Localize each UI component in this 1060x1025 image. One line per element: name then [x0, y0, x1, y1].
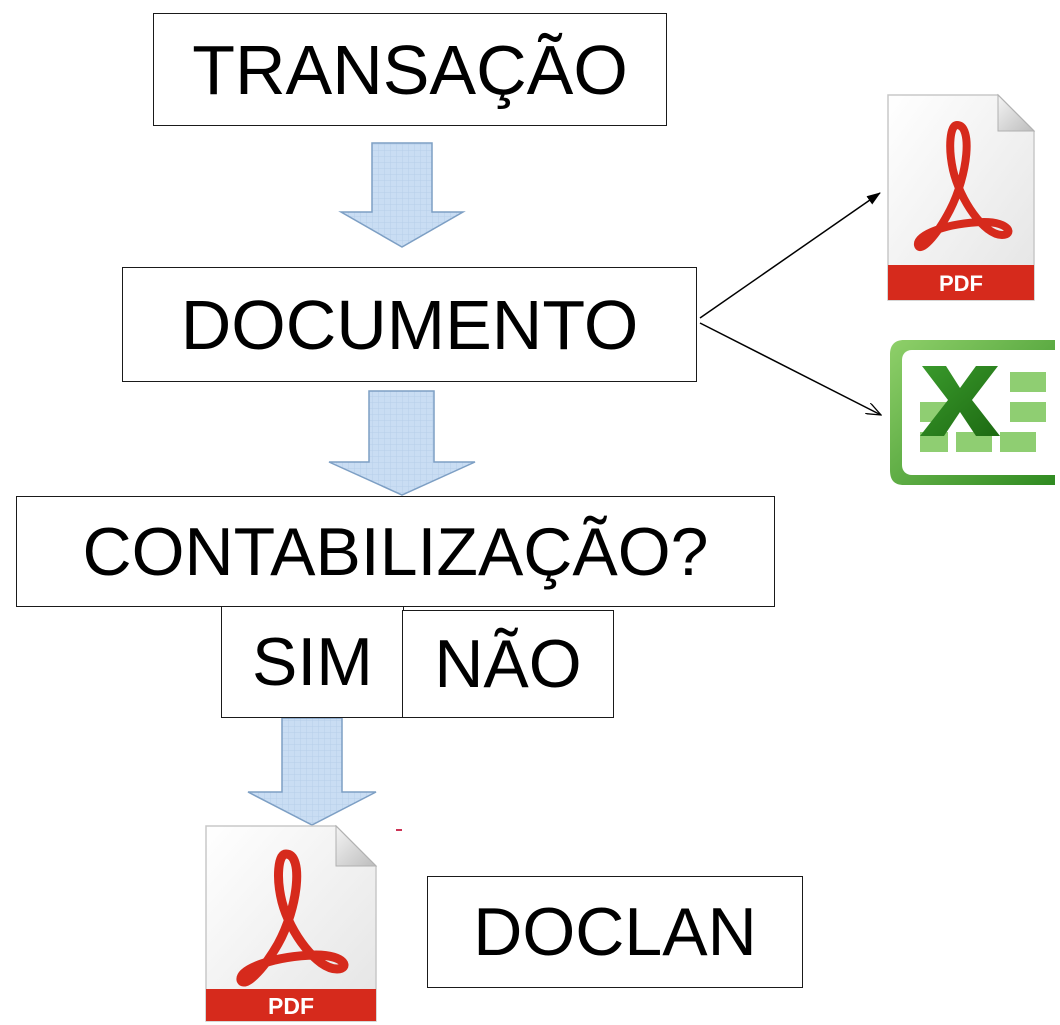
excel-file-icon: [890, 340, 1055, 485]
node-doclan-label: DOCLAN: [473, 894, 757, 970]
block-arrow-2: [328, 390, 476, 496]
pdf-label-bottom: PDF: [268, 993, 314, 1019]
node-contabilizacao: CONTABILIZAÇÃO?: [16, 496, 775, 607]
node-sim-label: SIM: [252, 624, 373, 700]
arrow-to-pdf: [699, 192, 881, 319]
node-contabilizacao-label: CONTABILIZAÇÃO?: [82, 513, 709, 590]
node-sim: SIM: [221, 606, 404, 718]
block-arrow-3: [247, 717, 377, 826]
node-doclan: DOCLAN: [427, 876, 803, 988]
node-nao: NÃO: [402, 610, 614, 718]
node-transacao: TRANSAÇÃO: [153, 13, 667, 126]
node-transacao-label: TRANSAÇÃO: [192, 30, 628, 109]
pdf-file-icon: PDF: [887, 93, 1036, 301]
arrow-to-excel: [699, 322, 881, 415]
pdf-file-icon-bottom: PDF: [205, 824, 378, 1022]
node-nao-label: NÃO: [434, 626, 582, 702]
pdf-label: PDF: [939, 271, 983, 296]
node-documento: DOCUMENTO: [122, 267, 697, 382]
block-arrow-1: [338, 142, 466, 248]
node-documento-label: DOCUMENTO: [180, 285, 639, 364]
